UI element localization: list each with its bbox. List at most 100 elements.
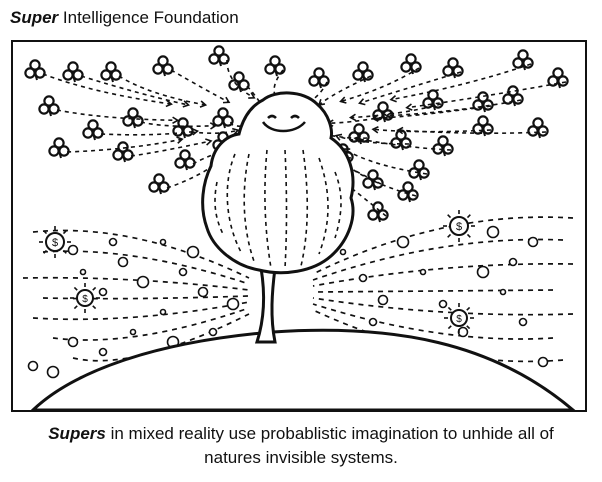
dashed-line [312, 289, 554, 293]
dashed-arrow [318, 75, 372, 106]
clover [547, 67, 569, 89]
dashed-arrow [343, 148, 428, 175]
dashed-line [32, 229, 250, 279]
clover [148, 173, 170, 195]
arrow-head [317, 99, 326, 107]
arrow-head [339, 96, 347, 104]
clover [172, 117, 194, 139]
arrow-head [348, 113, 357, 122]
dot [159, 308, 167, 316]
dot [339, 248, 347, 256]
tree-illustration: $ $ $ $ [22, 45, 576, 410]
caption-line-1-rest: in mixed reality use probablistic imagin… [105, 424, 554, 443]
arrow-head [176, 136, 184, 144]
clover [48, 137, 70, 159]
dot [129, 328, 137, 336]
clover [512, 49, 534, 71]
dashed-arrow [100, 130, 198, 136]
dot-group [27, 225, 549, 389]
dashed-arrow [190, 129, 239, 134]
arrow-head [222, 96, 231, 104]
dashed-arrow [406, 81, 567, 109]
arrow-head [371, 125, 379, 134]
arrow-head [389, 95, 397, 103]
dot [396, 235, 410, 249]
arrow-head [191, 127, 200, 136]
dashed-arrow [140, 121, 216, 128]
dashed-line [52, 307, 250, 341]
dashed-line [312, 263, 574, 287]
clover [264, 55, 286, 77]
dashed-arrow [372, 105, 492, 120]
dashed-arrow [42, 73, 172, 105]
clover [352, 61, 374, 83]
dot [79, 268, 87, 276]
dashed-line [312, 216, 574, 275]
dot [186, 245, 200, 259]
dashed-arrow [170, 69, 230, 104]
tree-canopy [201, 91, 355, 275]
coin-symbol: $ [82, 294, 88, 305]
coin-group: $ $ $ $ [39, 210, 475, 333]
coin: $ [443, 210, 475, 242]
dot [486, 225, 500, 239]
hill [30, 328, 576, 410]
dot [108, 237, 118, 247]
dot [197, 286, 209, 298]
dot [178, 267, 188, 277]
arrow-head [334, 133, 343, 141]
arrow-head [209, 122, 218, 130]
dot [208, 327, 218, 337]
clover [24, 59, 46, 81]
clover [400, 53, 422, 75]
dot [136, 275, 150, 289]
brand-name-bold: Super [10, 8, 59, 27]
dot [67, 244, 79, 256]
dot [476, 265, 490, 279]
dashed-line [312, 303, 554, 340]
clover [212, 107, 234, 129]
dashed-arrow [359, 71, 462, 104]
illustration-frame: $ $ $ $ [11, 40, 587, 412]
dashed-arrow [317, 132, 368, 140]
clover [408, 159, 430, 181]
dot [419, 268, 427, 276]
clover [442, 57, 464, 79]
dot [527, 236, 539, 248]
dot [27, 360, 39, 372]
clover [308, 67, 330, 89]
clover [152, 55, 174, 77]
clover [472, 91, 494, 113]
dot [159, 238, 167, 246]
dot [67, 336, 79, 348]
coin: $ [444, 303, 474, 333]
clover [397, 181, 419, 203]
dashed-line [312, 238, 564, 281]
dashed-arrow [350, 103, 442, 119]
coin-symbol: $ [456, 221, 462, 233]
coin: $ [39, 226, 71, 258]
brand-name-rest: Intelligence Foundation [58, 8, 239, 27]
clover [100, 61, 122, 83]
clover [228, 71, 250, 93]
arrow-head [405, 103, 413, 111]
dashed-line [42, 250, 250, 285]
dashed-arrow [338, 158, 417, 197]
caption-bold: Supers [48, 424, 106, 443]
dashed-line [312, 297, 574, 316]
dashed-line [22, 276, 250, 291]
smile-left-eye [267, 114, 277, 119]
dot [438, 299, 448, 309]
dot [117, 256, 129, 268]
clover [122, 107, 144, 129]
dashed-arrow [118, 75, 206, 106]
coin-symbol: $ [456, 314, 462, 325]
dot [518, 317, 528, 327]
caption-line-1: Supers in mixed reality use probablistic… [0, 422, 602, 446]
arrow-head [358, 98, 366, 106]
clover [432, 135, 454, 157]
dashed-arrow [230, 121, 257, 128]
dashed-line [42, 295, 250, 300]
arrow-head [384, 111, 393, 120]
arrow-head [199, 100, 208, 108]
